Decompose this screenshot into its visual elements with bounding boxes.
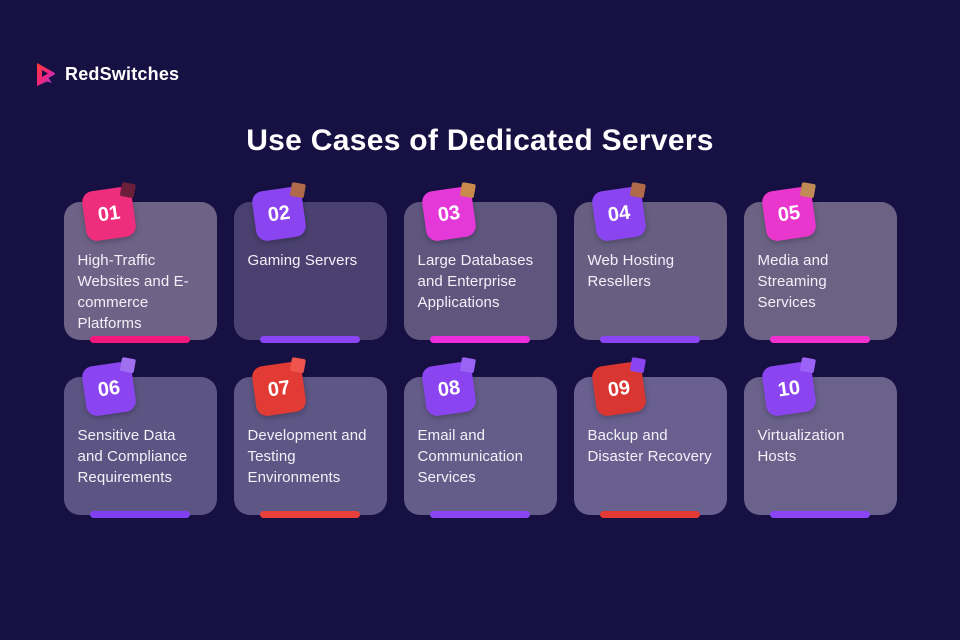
- number-badge: 10: [760, 360, 817, 418]
- card-number: 03: [435, 201, 461, 226]
- card-label: Email and Communication Services: [417, 427, 524, 486]
- use-case-card-09: 09 Backup and Disaster Recovery: [573, 360, 727, 518]
- card-number: 02: [265, 201, 291, 226]
- card-number: 07: [265, 376, 291, 401]
- use-case-card-01: 01 High-Traffic Websites and E-commerce …: [63, 185, 217, 343]
- card-number: 01: [95, 201, 121, 226]
- card-label: High-Traffic Websites and E-commerce Pla…: [77, 252, 189, 332]
- card-underline: [90, 336, 190, 343]
- brand-name: RedSwitches: [65, 63, 180, 84]
- card-number: 09: [605, 376, 631, 401]
- use-case-card-08: 08 Email and Communication Services: [403, 360, 557, 518]
- number-badge: 05: [760, 185, 817, 243]
- card-underline: [600, 336, 700, 343]
- card-underline: [430, 511, 530, 518]
- card-number: 10: [775, 376, 801, 401]
- cards-row-2: 06 Sensitive Data and Compliance Require…: [0, 360, 960, 518]
- card-underline: [770, 336, 870, 343]
- card-underline: [90, 511, 190, 518]
- use-case-card-06: 06 Sensitive Data and Compliance Require…: [63, 360, 217, 518]
- brand-logo: RedSwitches: [35, 62, 179, 86]
- use-case-card-10: 10 Virtualization Hosts: [743, 360, 897, 518]
- number-badge: 07: [250, 360, 307, 418]
- use-case-card-03: 03 Large Databases and Enterprise Applic…: [403, 185, 557, 343]
- card-label: Large Databases and Enterprise Applicati…: [417, 252, 534, 311]
- number-badge: 01: [80, 185, 137, 243]
- card-number: 04: [605, 201, 631, 226]
- number-badge: 03: [420, 185, 477, 243]
- use-case-card-07: 07 Development and Testing Environments: [233, 360, 387, 518]
- number-badge: 09: [590, 360, 647, 418]
- card-underline: [260, 511, 360, 518]
- card-number: 06: [95, 376, 121, 401]
- cards-row-1: 01 High-Traffic Websites and E-commerce …: [0, 185, 960, 343]
- use-case-card-05: 05 Media and Streaming Services: [743, 185, 897, 343]
- card-label: Development and Testing Environments: [247, 427, 367, 486]
- card-label: Backup and Disaster Recovery: [587, 427, 712, 465]
- number-badge: 02: [250, 185, 307, 243]
- card-label: Web Hosting Resellers: [587, 252, 675, 290]
- card-underline: [260, 336, 360, 343]
- card-label: Sensitive Data and Compliance Requiremen…: [77, 427, 188, 486]
- page-title: Use Cases of Dedicated Servers: [246, 124, 714, 157]
- card-underline: [770, 511, 870, 518]
- number-badge: 06: [80, 360, 137, 418]
- card-number: 05: [775, 201, 801, 226]
- number-badge: 08: [420, 360, 477, 418]
- card-label: Virtualization Hosts: [757, 427, 845, 465]
- use-case-card-02: 02 Gaming Servers: [233, 185, 387, 343]
- redswitches-logo-icon: [37, 63, 55, 86]
- card-number: 08: [435, 376, 461, 401]
- card-underline: [430, 336, 530, 343]
- card-label: Gaming Servers: [247, 252, 358, 269]
- use-cases-grid: 01 High-Traffic Websites and E-commerce …: [0, 185, 960, 518]
- use-case-card-04: 04 Web Hosting Resellers: [573, 185, 727, 343]
- number-badge: 04: [590, 185, 647, 243]
- card-underline: [600, 511, 700, 518]
- card-label: Media and Streaming Services: [757, 252, 829, 311]
